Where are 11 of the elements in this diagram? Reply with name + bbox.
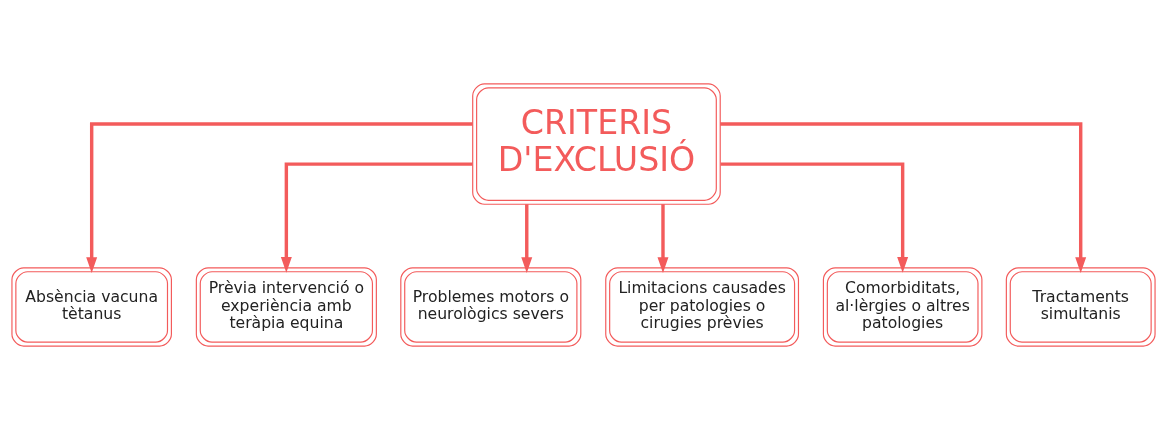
arrow xyxy=(720,161,909,273)
arrow xyxy=(720,121,1087,273)
node-box: Comorbiditats, al·lèrgies o altres patologies xyxy=(822,266,983,347)
node-box: Tractaments simultanis xyxy=(1005,266,1156,347)
node-box: Limitacions causades per patologies o cirugies prèvies xyxy=(605,266,800,347)
arrow xyxy=(657,203,669,273)
arrow xyxy=(280,161,473,273)
node-box: Problemes motors o neurològics severs xyxy=(400,266,582,347)
arrow xyxy=(86,121,473,273)
node-box: CRITERIS D'EXCLUSIÓ xyxy=(472,82,721,205)
arrow xyxy=(521,203,533,273)
